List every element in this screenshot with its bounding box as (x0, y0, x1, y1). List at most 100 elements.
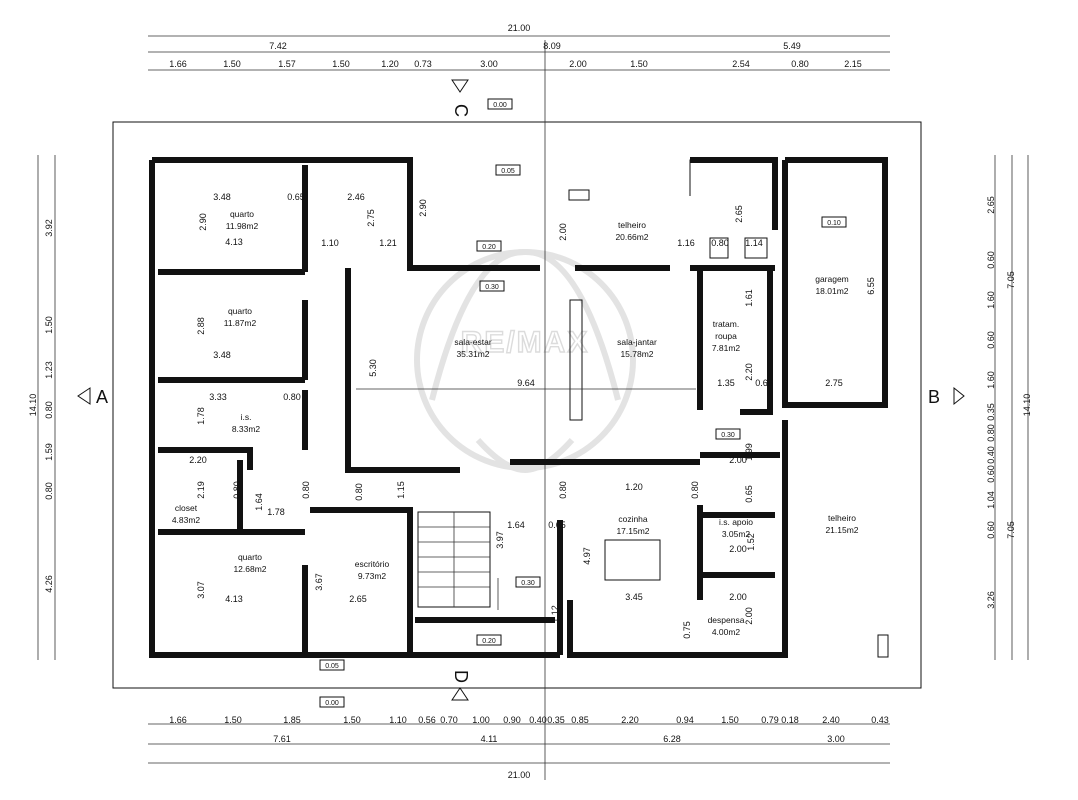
room-area-cozinha: 17.15m2 (616, 526, 649, 536)
level-tag: 0.00 (493, 102, 507, 109)
level-tags: 0.00 0.00 0.05 0.05 0.20 0.20 0.30 0.30 … (319, 98, 847, 708)
dim-left-mid: 1.23 (44, 361, 54, 379)
level-tag: 0.30 (521, 580, 535, 587)
dim-top-detail: 2.00 (569, 59, 587, 69)
room-dim: 6.55 (866, 277, 876, 295)
room-dim: 2.00 (744, 607, 754, 625)
room-dim: 2.75 (825, 378, 843, 388)
dim-top-detail: 3.00 (480, 59, 498, 69)
dim-left-mid: 4.26 (44, 575, 54, 593)
room-dim: 1.99 (744, 443, 754, 461)
dim-bottom-detail: 0.56 (418, 715, 436, 725)
room-dim: 0.80 (354, 483, 364, 501)
room-area-sala-jantar: 15.78m2 (620, 349, 653, 359)
dim-top-overall: 21.00 (508, 23, 531, 33)
room-dim: 2.19 (196, 481, 206, 499)
level-tag: 0.30 (721, 432, 735, 439)
room-dim: 2.00 (558, 223, 568, 241)
section-marker-b: B (928, 387, 940, 407)
room-area-is-apoio: 3.05m2 (722, 529, 751, 539)
room-dim: 0.80 (690, 481, 700, 499)
dim-right-detail: 0.80 (986, 424, 996, 442)
dim-left-mid: 1.50 (44, 316, 54, 334)
room-dim: 2.90 (418, 199, 428, 217)
dimensions-top: 21.00 7.42 8.09 5.49 1.66 1.50 1.57 1.50… (148, 23, 890, 71)
room-dim: 2.00 (729, 592, 747, 602)
room-name-cozinha: cozinha (618, 514, 648, 524)
dim-bottom-detail: 0.18 (781, 715, 799, 725)
kitchen-island (604, 539, 661, 581)
level-tag: 0.20 (482, 638, 496, 645)
room-dim: 2.75 (366, 209, 376, 227)
room-dim: 3.67 (314, 573, 324, 591)
room-dim: 5.30 (368, 359, 378, 377)
room-dim: 1.61 (744, 289, 754, 307)
room-area-quarto-2: 11.87m2 (224, 318, 257, 328)
dim-top-detail: 0.80 (791, 59, 809, 69)
room-dim: 3.07 (196, 581, 206, 599)
dim-right-detail: 0.60 (986, 465, 996, 483)
room-dim: 1.52 (746, 533, 756, 551)
room-name-is-apoio: i.s. apoio (719, 517, 753, 527)
room-dim: 1.78 (196, 407, 206, 425)
room-dim: 2.00 (729, 455, 747, 465)
dim-right-detail: 1.04 (986, 491, 996, 509)
room-dim: 0.80 (283, 392, 301, 402)
dimensions-left: 14.10 3.92 1.50 1.23 0.80 1.59 0.80 4.26 (28, 155, 56, 660)
dim-top-detail: 1.20 (381, 59, 399, 69)
dimensions-bottom: 1.66 1.50 1.85 1.50 1.10 0.56 0.70 1.00 … (148, 715, 890, 780)
room-name-sala-jantar: sala-jantar (617, 337, 657, 347)
room-area-sala-estar: 35.31m2 (456, 349, 489, 359)
dim-bottom-detail: 0.85 (571, 715, 589, 725)
room-area-despensa: 4.00m2 (712, 627, 741, 637)
room-dim: 0.65 (287, 192, 305, 202)
section-markers: A B C D (77, 79, 965, 701)
room-area-closet: 4.83m2 (172, 515, 201, 525)
dim-bottom-detail: 0.79 (761, 715, 779, 725)
dim-bottom-detail: 0.94 (676, 715, 694, 725)
dim-top-mid-3: 5.49 (783, 41, 801, 51)
room-name-escritorio: escritório (355, 559, 390, 569)
room-dim: 1.64 (254, 493, 264, 511)
room-dim: 0.80 (558, 481, 568, 499)
room-name-garagem: garagem (815, 274, 849, 284)
room-name-telheiro-2: telheiro (828, 513, 856, 523)
room-dim: 0.80 (232, 481, 242, 499)
room-dim: 1.16 (677, 238, 695, 248)
room-dim: 2.88 (196, 317, 206, 335)
room-name-tratam: tratam. (713, 319, 739, 329)
level-tag: 0.05 (501, 168, 515, 175)
room-dim: 1.14 (745, 238, 763, 248)
room-dim: 4.13 (225, 237, 243, 247)
room-area-garagem: 18.01m2 (815, 286, 848, 296)
dim-right-mid: 7.05 (1006, 271, 1016, 289)
dim-top-detail: 0.73 (414, 59, 432, 69)
room-dim: 3.97 (495, 531, 505, 549)
room-area-escritorio: 9.73m2 (358, 571, 387, 581)
room-name-sala-estar: sala-estar (454, 337, 491, 347)
dim-bottom-detail: 2.20 (621, 715, 639, 725)
room-name-is: i.s. (241, 412, 252, 422)
dim-bottom-detail: 1.10 (389, 715, 407, 725)
section-marker-c: C (451, 104, 471, 117)
room-dim: 3.33 (209, 392, 227, 402)
dim-top-mid-1: 7.42 (269, 41, 287, 51)
fireplace (569, 299, 583, 421)
dim-left-mid: 3.92 (44, 219, 54, 237)
dim-right-detail: 3.26 (986, 591, 996, 609)
room-dim: 2.20 (189, 455, 207, 465)
room-dim: 0.75 (682, 621, 692, 639)
section-marker-d: D (451, 670, 471, 683)
dim-bottom-overall: 21.00 (508, 770, 531, 780)
room-dim: 9.64 (517, 378, 535, 388)
dim-right-mid: 7.05 (1006, 521, 1016, 539)
watermark: RE/MAX (414, 248, 636, 474)
room-dim: 1.78 (267, 507, 285, 517)
dim-top-detail: 1.50 (223, 59, 241, 69)
dim-bottom-mid: 6.28 (663, 734, 681, 744)
dim-right-overall: 14.10 (1022, 394, 1032, 417)
dim-bottom-detail: 0.70 (440, 715, 458, 725)
dim-bottom-mid: 4.11 (481, 734, 498, 744)
dim-left-mid: 1.59 (44, 443, 54, 461)
